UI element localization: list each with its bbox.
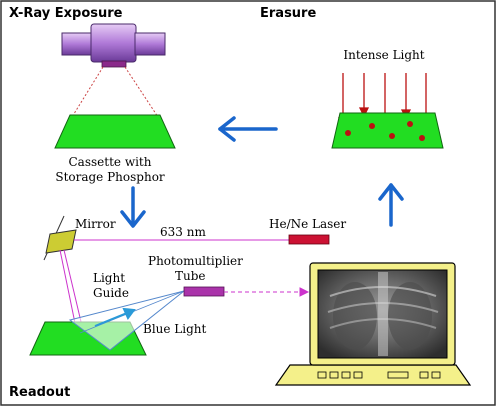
wavelength-label: 633 nm xyxy=(160,225,206,239)
light-guide-cone xyxy=(68,290,185,351)
arrow-up-icon xyxy=(378,183,404,227)
xray-beam-left xyxy=(71,66,104,118)
scan-beam-2 xyxy=(63,249,83,327)
section-title-erasure: Erasure xyxy=(260,6,316,21)
arrow-down-icon xyxy=(120,186,146,228)
intense-light-label: Intense Light xyxy=(343,48,424,62)
xray-beam-right xyxy=(124,66,159,118)
xray-tube-icon xyxy=(61,23,166,68)
arrow-left-icon xyxy=(218,116,278,142)
section-title-readout: Readout xyxy=(9,385,70,400)
mirror-label: Mirror xyxy=(75,217,116,231)
erasure-plate xyxy=(331,112,444,149)
pmt-label-line2: Tube xyxy=(175,269,206,283)
cassette-plate xyxy=(54,114,176,149)
pmt-label-line1: Photomultiplier xyxy=(148,254,243,268)
laser-device xyxy=(288,234,330,245)
blue-light-label: Blue Light xyxy=(143,322,207,336)
blue-light-arrow-icon xyxy=(94,307,136,327)
light-spots xyxy=(345,121,425,141)
section-title-xray: X-Ray Exposure xyxy=(9,6,123,21)
light-guide-label-line2: Guide xyxy=(93,286,129,300)
cassette-label-line1: Cassette with xyxy=(69,155,152,169)
light-guide-label-line1: Light xyxy=(93,271,125,285)
pmt-device xyxy=(183,286,225,297)
scan-beam-1 xyxy=(59,249,77,329)
mirror-icon xyxy=(45,229,77,254)
cassette-label-line2: Storage Phosphor xyxy=(55,170,165,184)
monitor-icon xyxy=(274,262,472,386)
signal-arrow-icon xyxy=(224,287,310,297)
laser-label: He/Ne Laser xyxy=(269,217,346,231)
